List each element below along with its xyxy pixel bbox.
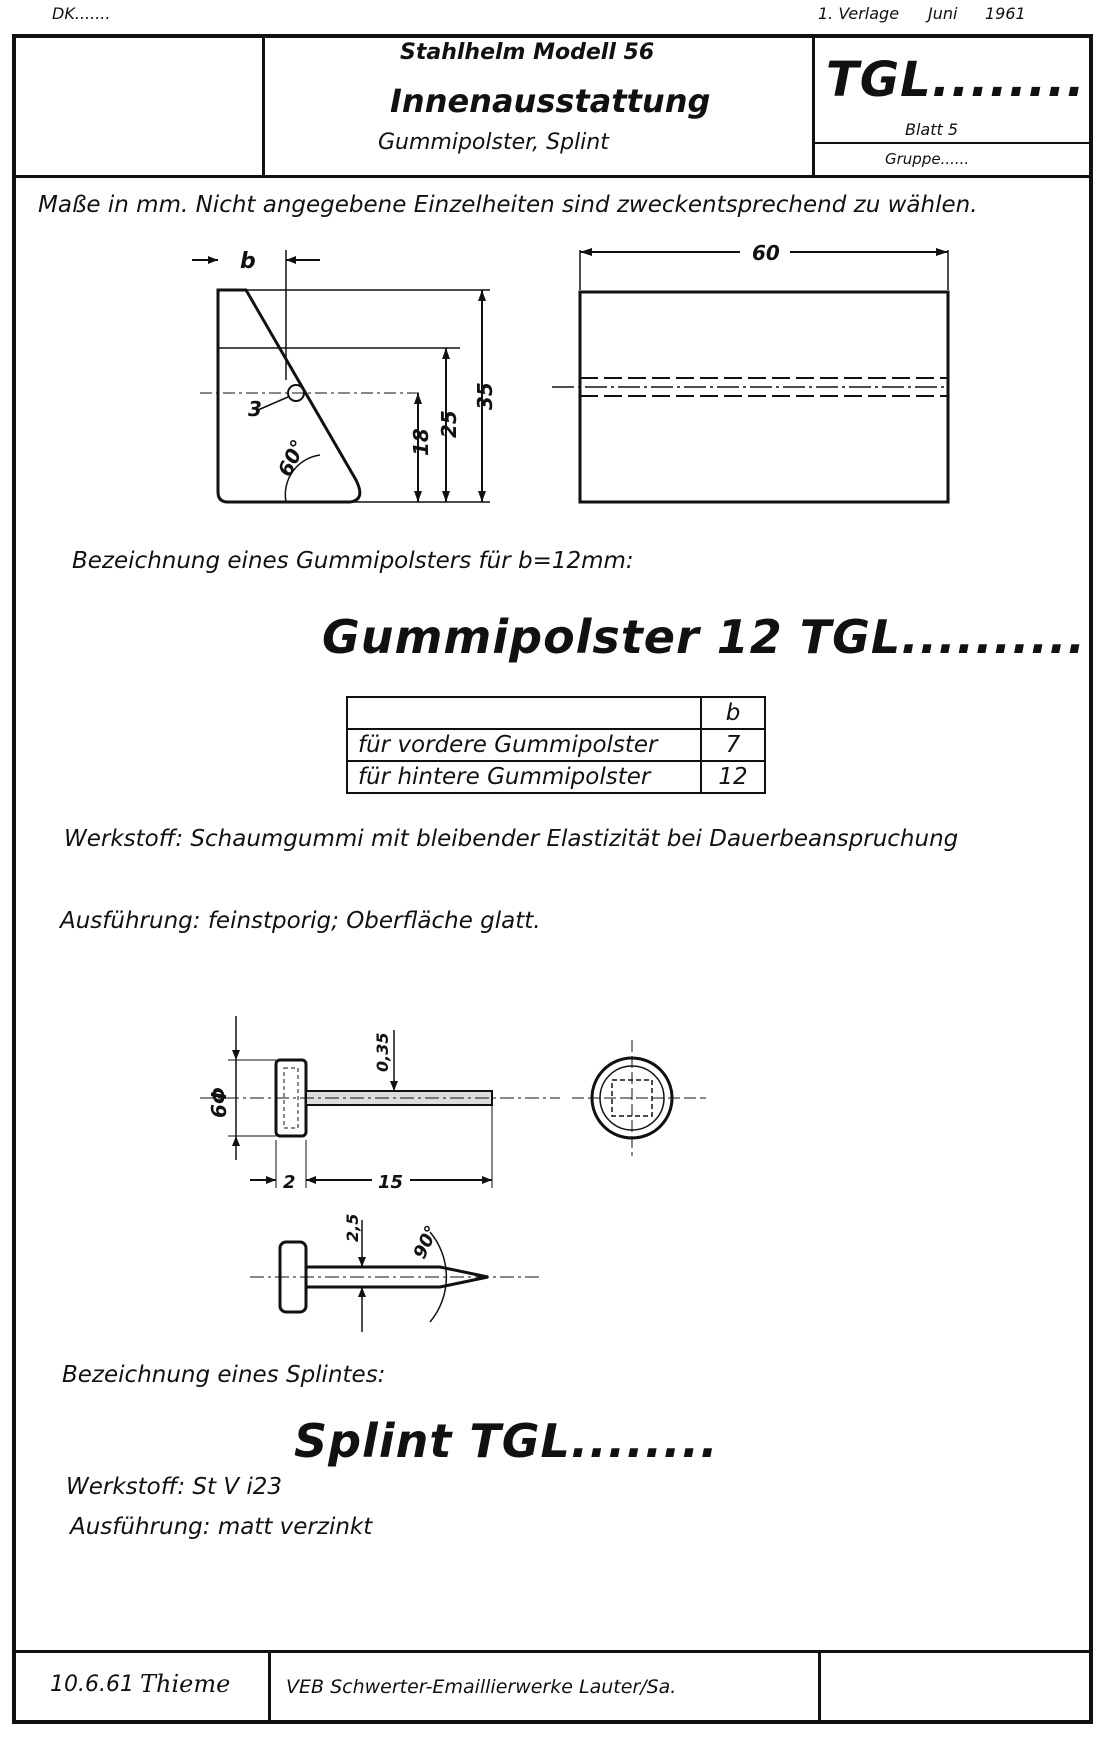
header-col1-divider xyxy=(262,34,265,177)
header-model: Stahlhelm Modell 56 xyxy=(400,40,655,65)
designation1-example: Gummipolster 12 TGL.......... xyxy=(322,610,1086,664)
dk-label: DK....... xyxy=(52,4,111,23)
werkstoff2: Werkstoff: St V i23 xyxy=(66,1474,283,1500)
header-tgl-divider xyxy=(812,142,1093,144)
ausfuehrung1: Ausführung: feinstporig; Oberfläche glat… xyxy=(60,908,541,934)
table-row: für vordere Gummipolster 7 xyxy=(346,728,766,762)
drawing-frame xyxy=(12,34,1093,1724)
dim-35-label: 35 xyxy=(473,382,497,410)
dim-035-label: 0,35 xyxy=(373,1033,392,1072)
header-subtitle: Gummipolster, Splint xyxy=(378,130,609,155)
footer-col1-divider xyxy=(268,1650,271,1724)
b-values-table: b für vordere Gummipolster 7 für hintere… xyxy=(346,696,766,794)
designation1-label: Bezeichnung eines Gummipolsters für b=12… xyxy=(72,548,634,574)
header-gruppe: Gruppe...... xyxy=(885,150,970,168)
designation2-example: Splint TGL........ xyxy=(294,1414,719,1468)
rubber-pad-drawing: b 3 60° 18 25 35 60 xyxy=(192,241,950,504)
designation2-label: Bezeichnung eines Splintes: xyxy=(62,1362,386,1388)
footer-company: VEB Schwerter-Emaillierwerke Lauter/Sa. xyxy=(286,1676,677,1698)
table-row-value: 7 xyxy=(700,728,766,762)
header-blatt: Blatt 5 xyxy=(905,120,959,139)
werkstoff1: Werkstoff: Schaumgummi mit bleibender El… xyxy=(64,826,959,852)
ausfuehrung2: Ausführung: matt verzinkt xyxy=(70,1514,373,1540)
footer-date: 10.6.61 xyxy=(50,1672,134,1697)
footer-divider xyxy=(12,1650,1093,1653)
dim-60-label: 60 xyxy=(752,241,780,265)
pin-drawing: 6Φ 0,35 2 15 2,5 90° xyxy=(200,1016,706,1332)
table-row-label: für hintere Gummipolster xyxy=(346,760,702,794)
verlage-label: 1. Verlage xyxy=(818,4,900,23)
dim-25-label: 25 xyxy=(437,410,461,438)
table-header-row: b xyxy=(346,696,766,730)
header-col2-divider xyxy=(812,34,815,177)
header-title: Innenausstattung xyxy=(390,82,711,120)
dim-18-label: 18 xyxy=(409,428,433,456)
footer-col2-divider xyxy=(818,1650,821,1724)
verlage-year: 1961 xyxy=(985,4,1026,23)
dim-b-label: b xyxy=(240,249,256,274)
dim-6-label: 6Φ xyxy=(207,1087,231,1118)
footer-signature: Thieme xyxy=(140,1670,231,1698)
dim-3-label: 3 xyxy=(248,397,262,421)
dimensions-note: Maße in mm. Nicht angegebene Einzelheite… xyxy=(38,192,978,218)
table-header-b: b xyxy=(700,696,766,730)
dim-2-label: 2 xyxy=(283,1172,296,1193)
verlage-month: Juni xyxy=(928,4,958,23)
table-row-value: 12 xyxy=(700,760,766,794)
table-row: für hintere Gummipolster 12 xyxy=(346,760,766,794)
dim-15-label: 15 xyxy=(378,1172,403,1193)
header-divider xyxy=(12,175,1093,178)
dim-60deg-label: 60° xyxy=(273,436,311,480)
dim-25-pin-label: 2,5 xyxy=(343,1214,362,1242)
header-tgl-number: TGL........ xyxy=(826,52,1086,108)
table-row-label: für vordere Gummipolster xyxy=(346,728,702,762)
